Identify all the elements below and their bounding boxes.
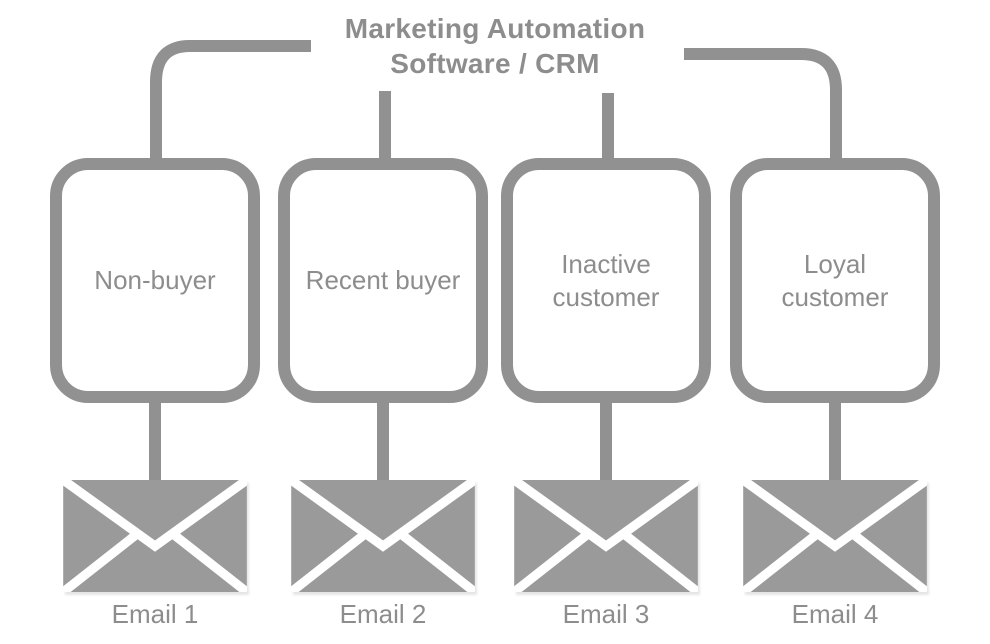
envelope-bottom-folds [514,527,698,592]
envelope-flap [743,480,927,552]
email-label-4: Email 4 [791,599,879,629]
envelope-bottom-folds [63,527,247,592]
diagram-title-line2: Software / CRM [390,48,600,79]
segment-label: Inactive customer [552,248,660,312]
diagram-title: Marketing Automation Software / CRM [0,11,990,81]
connector-crm-to-nonbuyer [150,40,311,175]
segment-label: Recent buyer [305,265,461,295]
email-label-2: Email 2 [339,599,427,629]
segment-box-inactive-customer: Inactive customer [501,158,711,403]
envelope-flap [63,480,247,552]
segment-label: Loyal customer [781,248,889,312]
email-label-3: Email 3 [562,599,650,629]
segment-box-recent-buyer: Recent buyer [278,158,488,403]
connector-crm-to-loyal-customer [684,48,842,175]
email-label-1: Email 1 [111,599,199,629]
envelope-icon [743,480,927,592]
envelope-icon [63,480,247,592]
segment-box-loyal-customer: Loyal customer [730,158,940,403]
envelope-bottom-folds [291,527,475,592]
diagram-title-line1: Marketing Automation [344,13,646,44]
segment-box-non-buyer: Non-buyer [50,158,260,403]
envelope-icon [514,480,698,592]
envelope-bottom-folds [743,527,927,592]
envelope-flap [514,480,698,552]
segment-label: Non-buyer [94,265,216,295]
envelope-icon [291,480,475,592]
envelope-flap [291,480,475,552]
